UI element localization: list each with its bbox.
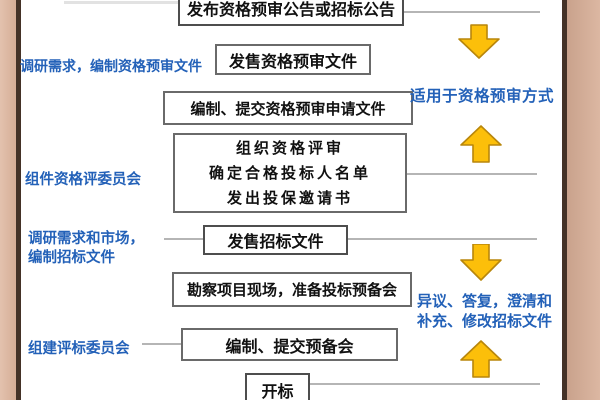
cropped-top-remnant xyxy=(64,1,178,4)
step-label-line: 确定合格投标人名单 xyxy=(208,164,371,182)
annotation-form-qualification-committee: 组件资格评委员会 xyxy=(25,172,141,188)
down-arrow-icon xyxy=(460,244,502,281)
annotation-prequalification-method: 适用于资格预审方式 xyxy=(410,88,555,105)
left-crop-strip xyxy=(0,0,16,400)
connector-sell-tender-left xyxy=(164,238,203,240)
step-open-bid: 开标 xyxy=(245,373,310,400)
right-crop-edge xyxy=(562,0,567,400)
connector-organize-right xyxy=(404,173,537,175)
down-arrow-icon xyxy=(458,24,500,59)
annotation-line: 补充、修改招标文件 xyxy=(417,313,553,330)
connector-announce-right xyxy=(404,11,540,13)
step-label: 发售招标文件 xyxy=(227,234,324,251)
annotation-line: 编制招标文件 xyxy=(28,250,115,266)
step-publish-announcement: 发布资格预审公告或招标公告 xyxy=(178,0,404,26)
up-arrow-icon xyxy=(460,125,502,163)
left-crop-edge xyxy=(16,0,21,400)
connector-sell-tender-right xyxy=(348,238,537,240)
step-label: 开标 xyxy=(261,384,294,400)
step-organize-qualification-review: 组织资格评审 确定合格投标人名单 发出投保邀请书 xyxy=(173,133,407,213)
annotation-research-market: 调研需求和市场， 编制招标文件 xyxy=(28,230,173,268)
step-survey-site: 勘察项目现场，准备投标预备会 xyxy=(172,272,412,307)
annotation-research-prepare-preq: 调研需求，编制资格预审文件 xyxy=(20,58,202,74)
right-crop-strip xyxy=(567,0,600,400)
step-label: 编制、提交预备会 xyxy=(225,338,354,356)
step-sell-prequalification-docs: 发售资格预审文件 xyxy=(215,44,371,75)
step-label: 勘察项目现场，准备投标预备会 xyxy=(186,282,397,299)
connector-open-bid-right xyxy=(310,383,540,385)
annotation-line: 异议、答复，澄清和 xyxy=(417,293,553,310)
annotation-line: 调研需求和市场， xyxy=(28,231,144,247)
step-label-line: 组织资格评审 xyxy=(235,139,344,157)
annotation-form-evaluation-committee: 组建评标委员会 xyxy=(28,341,130,357)
step-label: 编制、提交资格预审申请文件 xyxy=(190,100,386,118)
up-arrow-icon xyxy=(460,340,502,378)
step-prepare-submit-meeting: 编制、提交预备会 xyxy=(181,328,398,361)
step-label: 发售资格预审文件 xyxy=(228,53,357,71)
connector-eval-committee xyxy=(142,343,181,345)
step-label: 发布资格预审公告或招标公告 xyxy=(186,2,395,19)
step-sell-tender-docs: 发售招标文件 xyxy=(203,225,348,255)
step-prepare-submit-preq-application: 编制、提交资格预审申请文件 xyxy=(163,91,413,125)
annotation-objection-clarification: 异议、答复，澄清和 补充、修改招标文件 xyxy=(417,292,552,332)
step-label-line: 发出投保邀请书 xyxy=(226,189,353,207)
